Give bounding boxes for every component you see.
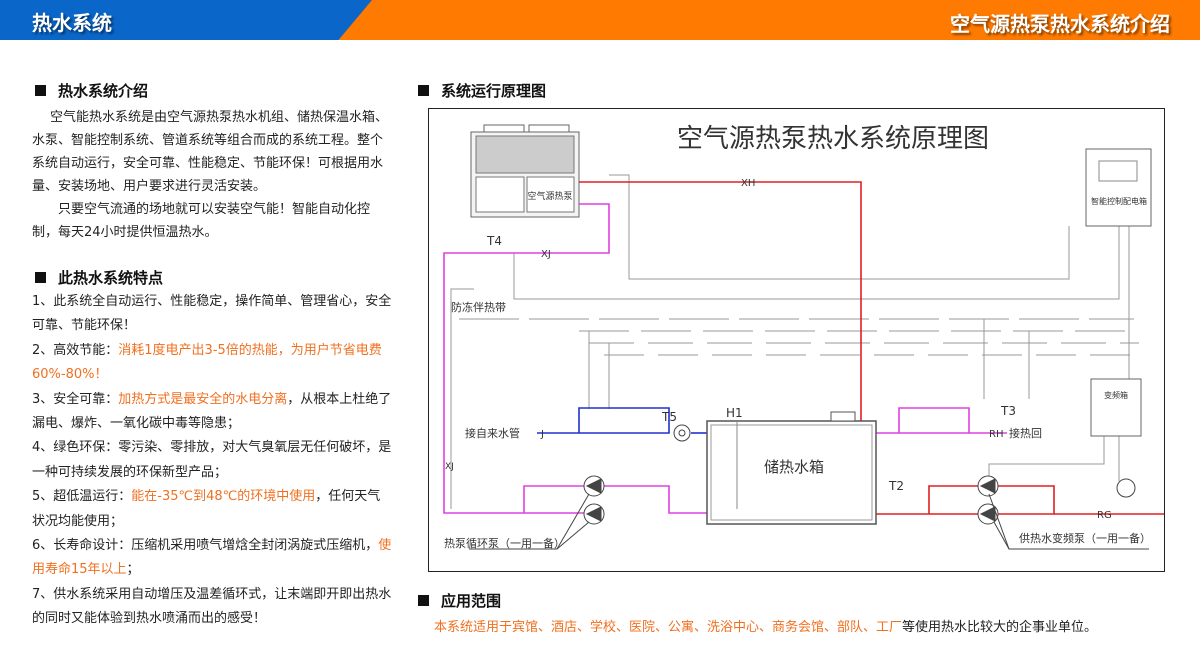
hp-pumps-label: 热泵循环泵（一用一备）: [444, 536, 565, 550]
tag-xh: XH: [741, 178, 755, 189]
control-cabinet: 智能控制配电箱: [1085, 148, 1152, 227]
header-right-title: 空气源热泵热水系统介绍: [950, 12, 1170, 36]
control-cabinet-label: 智能控制配电箱: [1091, 196, 1147, 206]
bullet-square-icon: [418, 595, 429, 606]
feature-highlight: 使用寿命15年以上: [32, 538, 392, 578]
feature-highlight: 能在-35℃到48℃的环境中使用: [131, 489, 316, 505]
pumps: [583, 424, 1136, 525]
tap-water-label: 接自来水管: [465, 426, 520, 440]
header-blue-block: [0, 0, 372, 40]
feature-highlight: 消耗1度电产出3-5倍的热能，为用户节省电费60%-80%！: [32, 342, 382, 383]
features-heading: 此热水系统特点: [35, 267, 163, 288]
feature-text: 7、供水系统采用自动增压及温差循环式，让末端即开即出热水的同时又能体验到热水喷涌…: [32, 586, 392, 627]
system-diagram: 空气源热泵热水系统原理图 空气源热泵 智能控制配电箱: [428, 108, 1165, 572]
inverter-box: 变频箱: [1090, 378, 1142, 437]
feature-text: 1、此系统全自动运行、性能稳定，操作简单、管理省心，安全可靠、节能环保！: [32, 294, 392, 334]
diagram-svg: 空气源热泵热水系统原理图 空气源热泵 智能控制配电箱: [443, 124, 1164, 550]
feature-text: ；: [126, 562, 140, 578]
feature-item: 3、安全可靠：加热方式是最安全的水电分离，从根本上杜绝了漏电、爆炸、一氧化碳中毒…: [32, 388, 392, 437]
tag-rg: RG: [1097, 510, 1112, 521]
heat-pump-unit: 空气源热泵: [470, 124, 580, 218]
feature-item: 4、绿色环保：零污染、零排放，对大气臭氧层无任何破坏，是一种可持续发展的环保新型…: [32, 436, 392, 485]
feature-text: ，从根本上杜绝了漏电、爆炸、一氧化碳中毒等隐患；: [32, 391, 392, 432]
tag-xj-vertical: XJ: [445, 462, 454, 472]
features-list: 1、此系统全自动运行、性能稳定，操作简单、管理省心，安全可靠、节能环保！ 2、高…: [32, 290, 392, 632]
supply-pumps-label: 供热水变频泵（一用一备）: [1019, 531, 1151, 545]
scope-rest: 等使用热水比较大的企事业单位。: [902, 620, 1098, 635]
leader-lines: [469, 493, 1149, 550]
feature-text: 3、安全可靠：: [32, 391, 119, 407]
tag-h1: H1: [726, 406, 743, 420]
feature-text: 4、绿色环保：零污染、零排放，对大气臭氧层无任何破坏，是一种可持续发展的环保新型…: [32, 440, 392, 480]
tank-label: 储热水箱: [764, 458, 824, 476]
antifreeze-label: 防冻伴热带: [451, 300, 506, 314]
diagram-title: 空气源热泵热水系统原理图: [677, 124, 989, 154]
header-left-title: 热水系统: [32, 11, 112, 35]
tag-t3: T3: [1000, 404, 1016, 418]
intro-heading-text: 热水系统介绍: [58, 82, 149, 100]
bullet-square-icon: [35, 272, 46, 283]
feature-highlight: 加热方式是最安全的水电分离: [118, 391, 288, 407]
bullet-square-icon: [418, 85, 429, 96]
tag-j: J: [540, 429, 544, 440]
tag-rh: RH: [989, 429, 1003, 440]
feature-text: 6、长寿命设计：压缩机采用喷气增焓全封闭涡旋式压缩机，: [32, 538, 379, 554]
feature-item: 6、长寿命设计：压缩机采用喷气增焓全封闭涡旋式压缩机，使用寿命15年以上；: [32, 534, 392, 583]
tag-t5: T5: [661, 410, 677, 424]
feature-text: 5、超低温运行：: [32, 489, 132, 505]
feature-item: 2、高效节能：消耗1度电产出3-5倍的热能，为用户节省电费60%-80%！: [32, 339, 392, 388]
tag-xj: XJ: [541, 249, 551, 260]
feature-text: 2、高效节能：: [32, 342, 119, 358]
intro-heading: 热水系统介绍: [35, 80, 148, 101]
intro-paragraph-1: 空气能热水系统是由空气源热泵热水机组、储热保温水箱、水泵、智能控制系统、管道系统…: [32, 110, 389, 194]
tag-t4: T4: [486, 234, 502, 248]
diagram-heading: 系统运行原理图: [418, 80, 546, 101]
feature-item: 5、超低温运行：能在-35℃到48℃的环境中使用，任何天气状况均能使用；: [32, 485, 392, 534]
intro-paragraph-2: 只要空气流通的场地就可以安装空气能！智能自动化控制，每天24小时提供恒温热水。: [32, 202, 371, 240]
heat-pump-label: 空气源热泵: [527, 190, 572, 202]
diagram-labels: XH XJ T4 防冻伴热带 XJ 接自来水管 J T5 H1 T2 RH 接热…: [444, 178, 1151, 550]
tank: 储热水箱: [706, 411, 877, 525]
scope-heading-text: 应用范围: [441, 592, 502, 610]
feature-text: ，任何天气状况均能使用；: [32, 489, 381, 529]
tag-t2: T2: [888, 479, 904, 493]
control-wires: [450, 174, 1144, 509]
feature-item: 7、供水系统采用自动增压及温差循环式，让末端即开即出热水的同时又能体验到热水喷涌…: [32, 583, 392, 632]
scope-highlight: 本系统适用于宾馆、酒店、学校、医院、公寓、洗浴中心、商务会馆、部队、工厂: [434, 620, 903, 635]
inverter-box-label: 变频箱: [1104, 390, 1128, 400]
scope-heading: 应用范围: [418, 590, 501, 611]
bullet-square-icon: [35, 85, 46, 96]
scope-text: 本系统适用于宾馆、酒店、学校、医院、公寓、洗浴中心、商务会馆、部队、工厂等使用热…: [434, 616, 1097, 635]
diagram-heading-text: 系统运行原理图: [441, 82, 547, 100]
return-label: 接热回: [1009, 427, 1042, 440]
features-heading-text: 此热水系统特点: [58, 269, 164, 287]
header-bar: 热水系统 空气源热泵热水系统介绍: [0, 0, 1200, 40]
feature-item: 1、此系统全自动运行、性能稳定，操作简单、管理省心，安全可靠、节能环保！: [32, 290, 392, 339]
